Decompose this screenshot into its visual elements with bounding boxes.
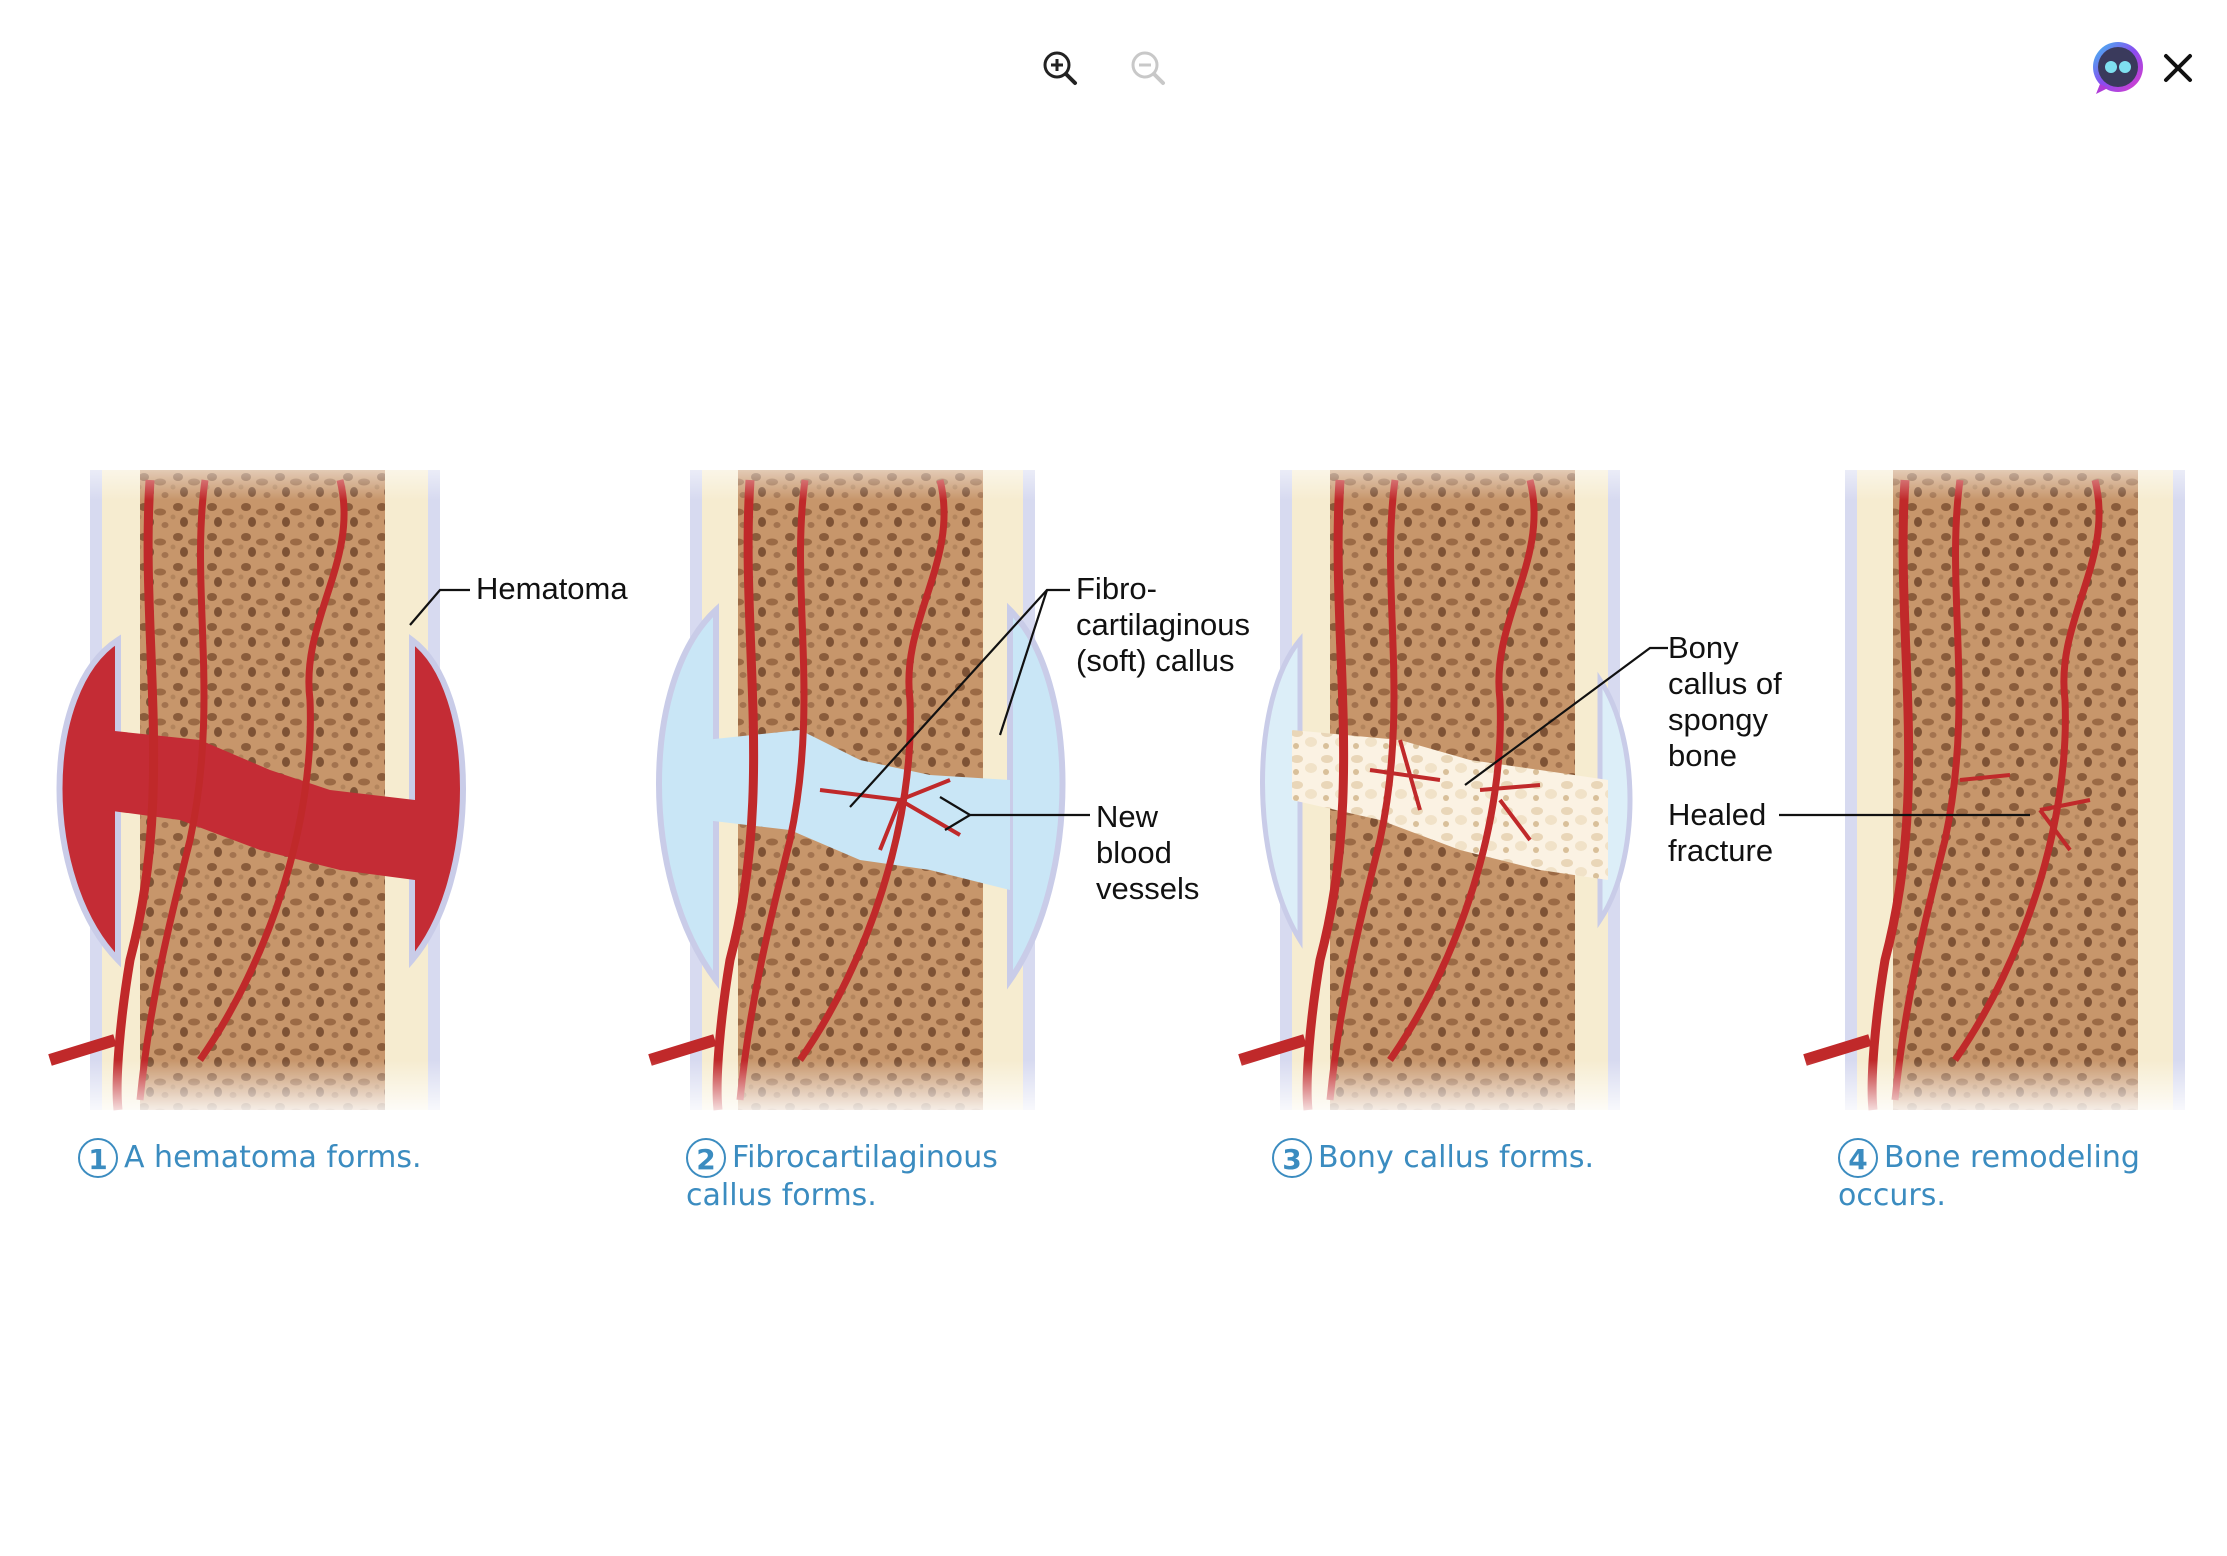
label-hematoma: Hematoma [476,571,628,607]
assistant-button[interactable] [2090,40,2146,96]
assistant-avatar-icon [2090,40,2146,96]
label-healed-fracture: Healed fracture [1668,797,1773,869]
label-new-blood-vessels: New blood vessels [1096,799,1199,907]
zoom-out-icon [1128,48,1168,88]
step-2-number: 2 [686,1138,726,1178]
zoom-out-button[interactable] [1120,40,1176,96]
step-1-number: 1 [78,1138,118,1178]
fracture-repair-figure: Hematoma Fibro- cartilaginous (soft) cal… [0,440,2227,1240]
step-2-text: Fibrocartilaginous [732,1140,998,1175]
panel-2-fibrocartilaginous-callus [640,440,1080,1120]
panel-3-bony-callus [1230,440,1650,1120]
step-3-number: 3 [1272,1138,1312,1178]
step-4-number: 4 [1838,1138,1878,1178]
zoom-in-icon [1040,48,1080,88]
panel-1-hematoma [50,440,463,1120]
label-bony-callus: Bony callus of spongy bone [1668,630,1782,774]
step-4-text: Bone remodeling [1884,1140,2140,1175]
step-1-text: A hematoma forms. [124,1140,422,1175]
step-2-text-line2: callus forms. [686,1178,877,1213]
zoom-in-button[interactable] [1032,40,1088,96]
panel-4-bone-remodeling [1795,440,2215,1120]
label-fibrocartilaginous-callus: Fibro- cartilaginous (soft) callus [1076,571,1250,679]
close-button[interactable] [2150,40,2206,96]
close-icon [2160,50,2196,86]
step-4-text-line2: occurs. [1838,1178,1946,1213]
step-3-text: Bony callus forms. [1318,1140,1594,1175]
